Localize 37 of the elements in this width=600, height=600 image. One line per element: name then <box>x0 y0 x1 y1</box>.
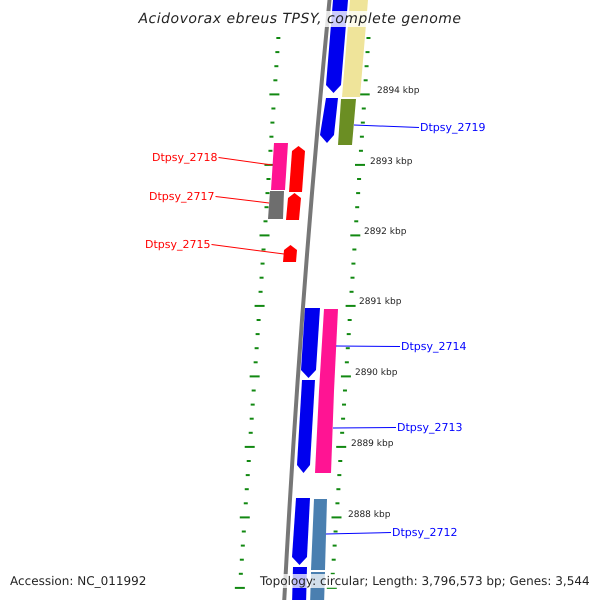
gene-bar <box>268 191 284 219</box>
gene-feature <box>292 498 310 565</box>
gene-bar <box>319 309 338 391</box>
leader-line <box>336 346 400 347</box>
scale-label: 2890 kbp <box>355 368 398 378</box>
scale-label: 2894 kbp <box>377 86 420 96</box>
gene-feature <box>297 380 315 473</box>
gene-bar <box>311 499 327 570</box>
leader-line <box>218 157 272 166</box>
gene-label: Dtpsy_2713 <box>397 421 463 434</box>
gene-label: Dtpsy_2719 <box>420 121 486 134</box>
title: Acidovorax ebreus TPSY, complete genome <box>138 11 462 27</box>
gene-feature <box>286 193 301 220</box>
info-text: Accession: NC_011992 <box>8 574 148 588</box>
leader-line <box>326 532 392 534</box>
gene-label: Dtpsy_2717 <box>149 190 215 203</box>
gene-label: Dtpsy_2718 <box>152 151 218 164</box>
gene-feature <box>320 98 338 143</box>
scale-label: 2892 kbp <box>364 227 406 237</box>
scale-label: 2888 kbp <box>348 510 390 520</box>
gene-bar <box>271 143 288 190</box>
leader-line <box>215 196 270 204</box>
scale-label: 2893 kbp <box>370 157 412 167</box>
gene-label: Dtpsy_2714 <box>401 340 467 353</box>
leader-line <box>211 244 284 254</box>
gene-feature <box>301 308 320 378</box>
scale-label: 2889 kbp <box>351 439 394 449</box>
scale-label: 2891 kbp <box>359 297 402 307</box>
gene-bar <box>338 99 356 145</box>
info-text: Topology: circular; Length: 3,796,573 bp; Genes: 3,544 <box>258 574 592 588</box>
gene-feature <box>289 146 305 192</box>
gene-label: Dtpsy_2712 <box>392 526 458 539</box>
gene-feature <box>283 245 297 262</box>
gene-bar <box>315 391 334 473</box>
gene-label: Dtpsy_2715 <box>145 238 211 251</box>
leader-line <box>354 124 420 128</box>
leader-line <box>332 427 396 428</box>
